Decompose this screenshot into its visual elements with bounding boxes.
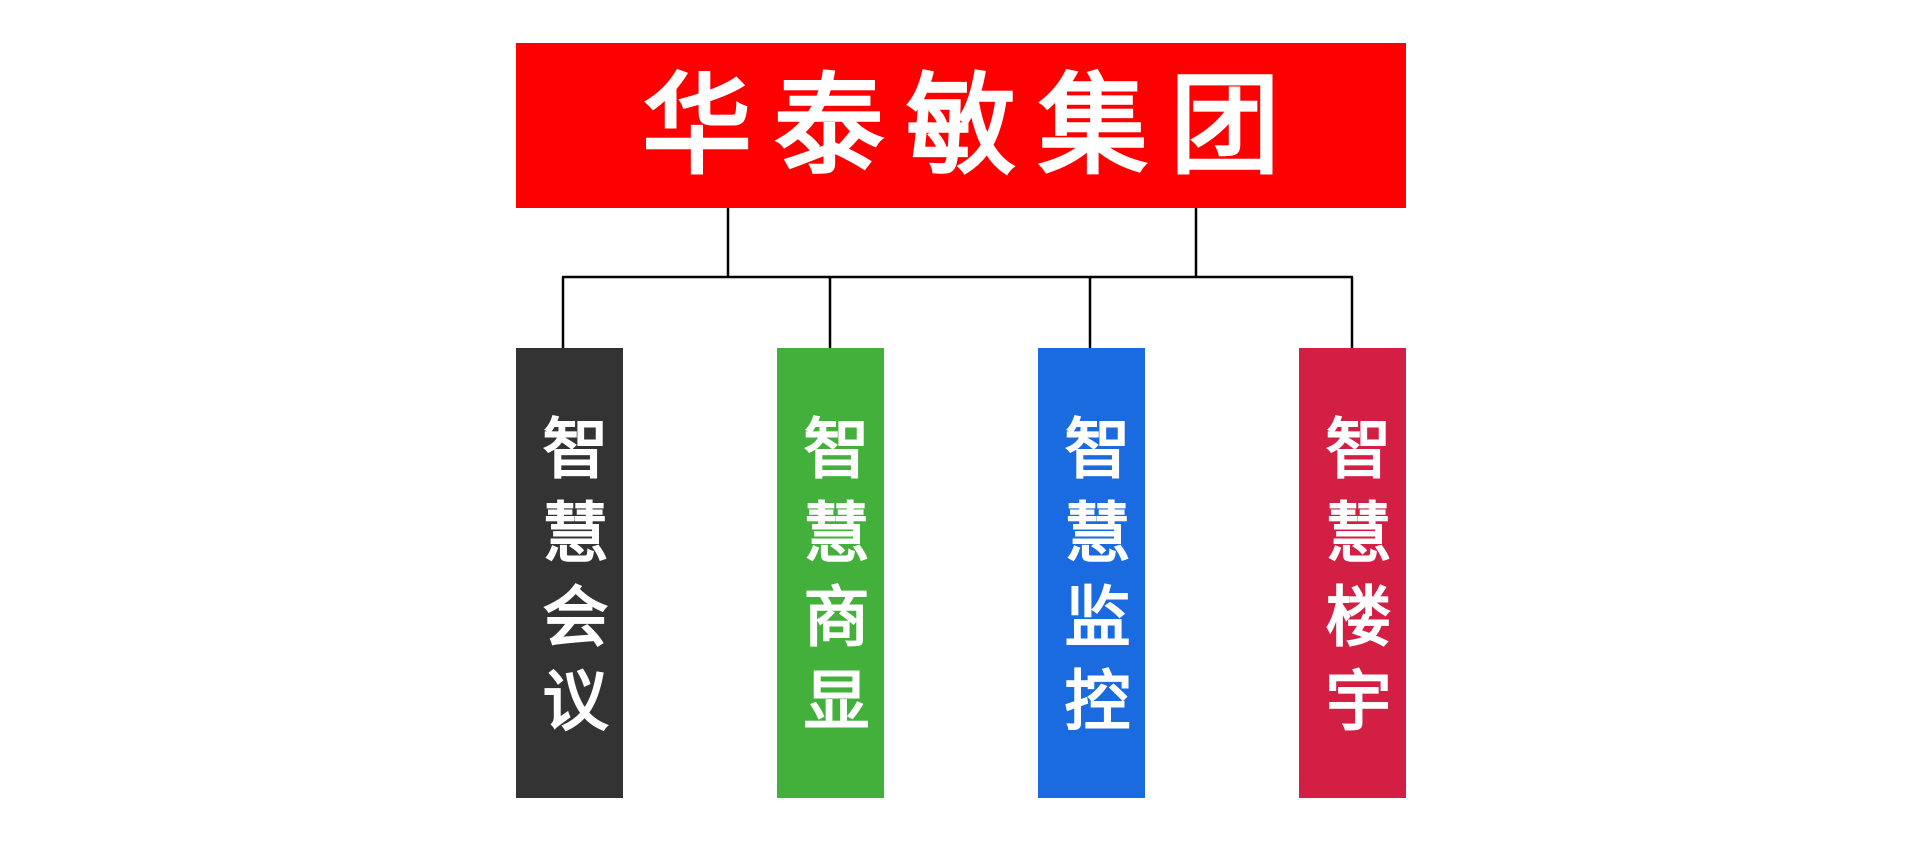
child-node-2: 智慧商显 bbox=[777, 348, 884, 798]
child-node-1: 智慧会议 bbox=[516, 348, 623, 798]
root-node: 华泰敏集团 bbox=[516, 43, 1406, 208]
child-label-4: 智慧楼宇 bbox=[1314, 414, 1392, 750]
child-node-3: 智慧监控 bbox=[1038, 348, 1145, 798]
child-label-1: 智慧会议 bbox=[531, 414, 609, 750]
child-label-3: 智慧监控 bbox=[1053, 414, 1131, 750]
child-node-4: 智慧楼宇 bbox=[1299, 348, 1406, 798]
root-title: 华泰敏集团 bbox=[642, 61, 1302, 190]
child-label-2: 智慧商显 bbox=[792, 414, 870, 750]
